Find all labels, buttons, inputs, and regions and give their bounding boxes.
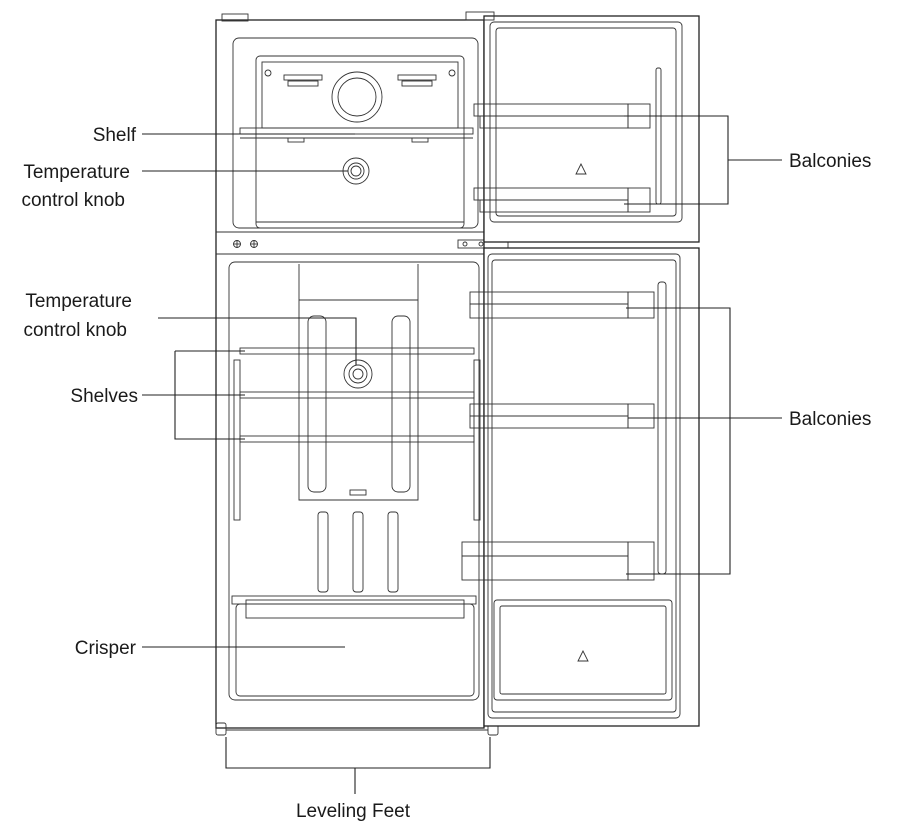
freezer-door — [465, 11, 700, 243]
freezer-door-balcony-lower — [473, 187, 651, 213]
fridge-door-balcony-3 — [461, 541, 655, 581]
label-crisper: Crisper — [75, 638, 137, 659]
label-fridge-knob-line2: control knob — [23, 320, 127, 341]
label-fridge-knob-line1: Temperature — [25, 291, 132, 312]
freezer-vent-left — [283, 74, 323, 87]
fridge-door-bottom-bin — [493, 599, 673, 701]
label-leveling-feet: Leveling Feet — [296, 801, 411, 822]
fridge-door-balcony-1 — [469, 291, 655, 319]
label-balconies-bottom: Balconies — [789, 409, 871, 430]
fridge-door — [461, 247, 700, 727]
fridge-compartment — [228, 261, 481, 701]
label-shelf: Shelf — [93, 125, 137, 146]
fridge-temperature-knob-icon — [343, 359, 373, 389]
leader-lines — [142, 115, 782, 794]
label-balconies-top: Balconies — [789, 151, 871, 172]
label-freezer-knob-line1: Temperature — [23, 162, 130, 183]
freezer-compartment — [232, 37, 479, 229]
label-freezer-knob-line2: control knob — [21, 190, 125, 211]
crisper-drawer — [231, 595, 477, 697]
labels: Shelf Temperature control knob Temperatu… — [21, 125, 871, 822]
recycle-symbol-icon — [575, 162, 587, 175]
freezer-light-icon — [331, 71, 383, 123]
freezer-shelf — [239, 127, 474, 143]
recycle-symbol-icon — [577, 649, 589, 662]
fridge-door-balcony-2 — [469, 403, 655, 429]
label-shelves: Shelves — [70, 386, 138, 407]
freezer-vent-right — [397, 74, 437, 87]
drain-channels — [317, 511, 399, 593]
